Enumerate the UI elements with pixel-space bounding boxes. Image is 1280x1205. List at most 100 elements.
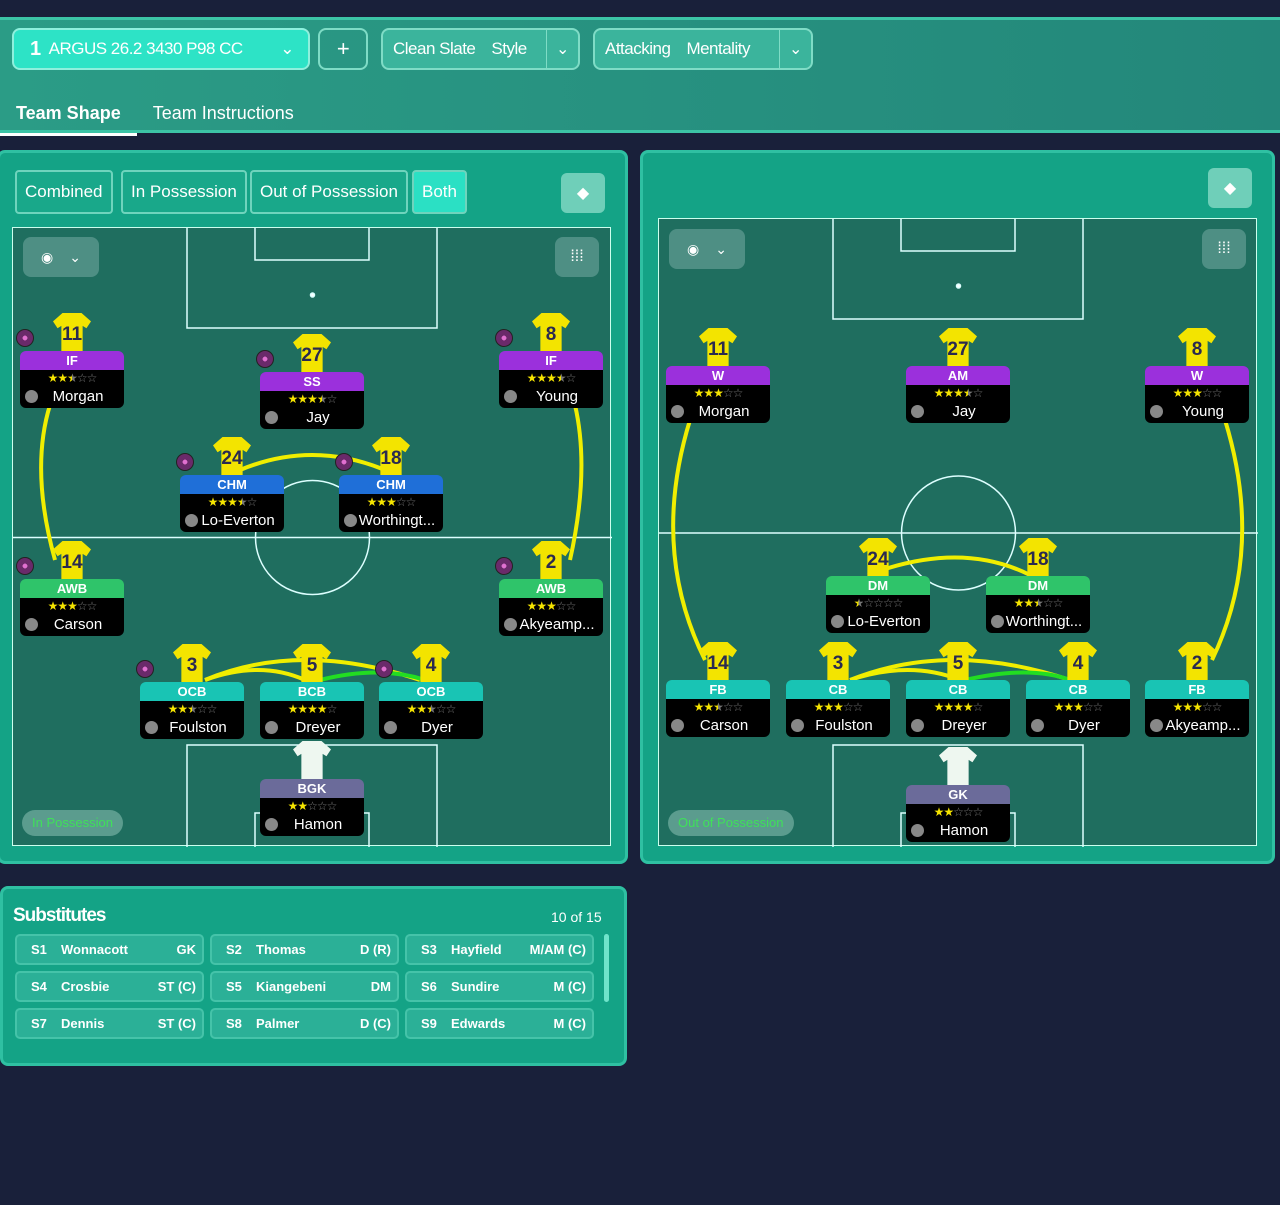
sub-name: Crosbie [61, 979, 110, 994]
chevron-down-icon[interactable]: ⌄ [546, 30, 578, 68]
player-card[interactable]: 5 BCB ★★★★☆ Dreyer [260, 644, 364, 739]
shirt-number: 4 [1072, 653, 1084, 674]
player-card[interactable]: 24 DM ★☆☆☆☆ Lo-Everton [826, 538, 930, 633]
player-card[interactable]: 11 W ★★★☆☆ Morgan [666, 328, 770, 423]
chevron-down-icon[interactable]: ⌄ [779, 30, 811, 68]
player-role: DM [986, 576, 1090, 595]
player-card[interactable]: 24 CHM ★★★★☆ Lo-Everton [176, 437, 284, 532]
player-name: Hamon [293, 816, 343, 833]
substitutes-count: 10 of 15 [551, 909, 602, 925]
mode-out-of-possession[interactable]: Out of Possession [250, 170, 408, 214]
player-name: Young [1182, 403, 1224, 420]
player-role: IF [499, 351, 603, 370]
player-card[interactable]: 18 CHM ★★★☆☆ Worthingt... [335, 437, 443, 532]
player-card[interactable]: 18 DM ★★★☆☆ Worthingt... [986, 538, 1090, 633]
star-rating: ★★★☆☆ [499, 598, 603, 614]
ball-icon [335, 453, 353, 471]
avatar-icon [1150, 719, 1163, 732]
player-name: Carson [53, 616, 103, 633]
player-name: Dyer [1068, 717, 1100, 734]
star-rating: ★★★☆☆ [1145, 699, 1249, 715]
player-name: Dreyer [941, 717, 987, 734]
tactic-selector[interactable]: 1 ARGUS 26.2 3430 P98 CC ⌄ [12, 28, 310, 70]
player-card[interactable]: 8 W ★★★☆☆ Young [1145, 328, 1249, 423]
sub-position: ST (C) [157, 979, 196, 994]
shirt-number: 18 [380, 448, 402, 469]
player-card[interactable]: 4 CB ★★★☆☆ Dyer [1026, 642, 1130, 737]
style-value: Clean Slate [393, 39, 476, 58]
player-card[interactable]: 2 AWB ★★★☆☆ Akyeamp... [495, 541, 603, 636]
add-tactic-button[interactable]: + [318, 28, 368, 70]
chevron-down-icon: ⌄ [280, 39, 294, 58]
scrollbar[interactable] [604, 934, 609, 1002]
mode-in-possession[interactable]: In Possession [121, 170, 247, 214]
star-rating: ★★★☆☆ [339, 494, 443, 510]
diamond-icon[interactable]: ◆ [561, 173, 605, 213]
player-card[interactable]: 4 OCB ★★★☆☆ Dyer [375, 644, 483, 739]
player-card[interactable]: BGK ★★☆☆☆ Hamon [260, 741, 364, 836]
player-card[interactable]: 3 OCB ★★★☆☆ Foulston [136, 644, 244, 739]
shirt-number: 24 [221, 448, 243, 469]
player-card[interactable]: 14 AWB ★★★☆☆ Carson [16, 541, 124, 636]
player-role: BGK [260, 779, 364, 798]
avatar-icon [504, 390, 517, 403]
star-rating: ★★☆☆☆ [906, 804, 1010, 820]
tab-team-shape[interactable]: Team Shape [0, 90, 137, 136]
player-role: CB [906, 680, 1010, 699]
eye-icon: ◉ [687, 240, 700, 257]
diamond-icon[interactable]: ◆ [1208, 168, 1252, 208]
player-card[interactable]: 3 CB ★★★☆☆ Foulston [786, 642, 890, 737]
player-role: OCB [379, 682, 483, 701]
player-card[interactable]: 27 AM ★★★★☆ Jay [906, 328, 1010, 423]
shirt-number: 14 [61, 552, 83, 573]
player-card[interactable]: 2 FB ★★★☆☆ Akyeamp... [1145, 642, 1249, 737]
player-name: Worthingt... [1005, 613, 1083, 630]
jersey-icon: 18 [1019, 538, 1057, 576]
style-selector[interactable]: Clean Slate Style ⌄ [381, 28, 580, 70]
player-card[interactable]: 27 SS ★★★★☆ Jay [256, 334, 364, 429]
sub-name: Thomas [256, 942, 306, 957]
player-role: AWB [499, 579, 603, 598]
sub-position: ST (C) [157, 1016, 196, 1031]
player-card[interactable]: 8 IF ★★★★☆ Young [495, 313, 603, 408]
player-card[interactable]: 5 CB ★★★★☆ Dreyer [906, 642, 1010, 737]
grid-icon[interactable]: ⁞⁞⁞ [555, 237, 599, 277]
pitch-markings [659, 219, 1258, 847]
grid-icon[interactable]: ⁞⁞⁞ [1202, 229, 1246, 269]
shirt-number: 3 [832, 653, 844, 674]
ball-icon [136, 660, 154, 678]
eye-icon: ◉ [41, 248, 54, 265]
player-name: Jay [306, 409, 330, 426]
player-role: SS [260, 372, 364, 391]
ball-icon [495, 329, 513, 347]
player-card[interactable]: 14 FB ★★★☆☆ Carson [666, 642, 770, 737]
in-possession-badge: In Possession [22, 810, 123, 836]
mode-combined[interactable]: Combined [15, 170, 113, 214]
player-role: W [1145, 366, 1249, 385]
player-card[interactable]: 11 IF ★★★☆☆ Morgan [16, 313, 124, 408]
mentality-label: Mentality [686, 39, 750, 58]
mode-both[interactable]: Both [412, 170, 467, 214]
player-role: FB [666, 680, 770, 699]
player-card[interactable]: GK ★★☆☆☆ Hamon [906, 747, 1010, 842]
star-rating: ★★★☆☆ [1145, 385, 1249, 401]
visibility-toggle[interactable]: ◉⌄ [669, 229, 745, 269]
player-name: Hamon [939, 822, 989, 839]
shirt-number: 24 [867, 549, 889, 570]
player-name: Foulston [169, 719, 227, 736]
star-rating: ★★★★☆ [906, 385, 1010, 401]
visibility-toggle[interactable]: ◉⌄ [23, 237, 99, 277]
star-rating: ★★★☆☆ [666, 385, 770, 401]
mentality-selector[interactable]: Attacking Mentality ⌄ [593, 28, 813, 70]
tab-team-instructions[interactable]: Team Instructions [152, 103, 294, 123]
